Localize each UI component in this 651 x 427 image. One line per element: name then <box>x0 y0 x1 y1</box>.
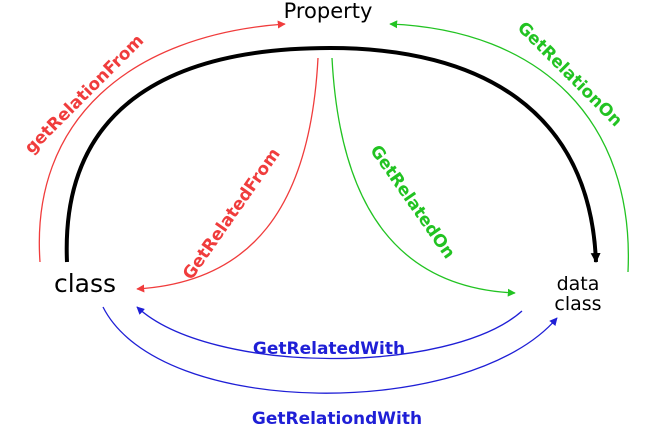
data-class-node-label-line2: class <box>554 293 601 315</box>
get-related-on-arc <box>331 57 516 297</box>
property-node-label: Property <box>284 0 373 23</box>
get-related-on-label: GetRelatedOn <box>365 142 458 263</box>
get-relation-on-arc <box>389 20 629 273</box>
get-relation-from-arc <box>38 20 286 263</box>
get-related-from-label: GetRelatedFrom <box>179 145 285 284</box>
get-relationd-with-arc <box>102 306 558 394</box>
get-related-with-label: GetRelatedWith <box>253 339 405 359</box>
class-node-label: class <box>54 269 116 298</box>
get-relation-from-label: getRelationFrom <box>21 31 148 158</box>
get-relationd-with-label: GetRelationdWith <box>252 409 422 427</box>
class-to-data-class-arc <box>64 45 601 263</box>
get-related-with-arc <box>136 306 523 360</box>
get-relation-on-label: GetRelationOn <box>513 18 626 131</box>
get-related-from-arc <box>136 57 319 293</box>
data-class-node-label-line1: data <box>557 273 600 295</box>
